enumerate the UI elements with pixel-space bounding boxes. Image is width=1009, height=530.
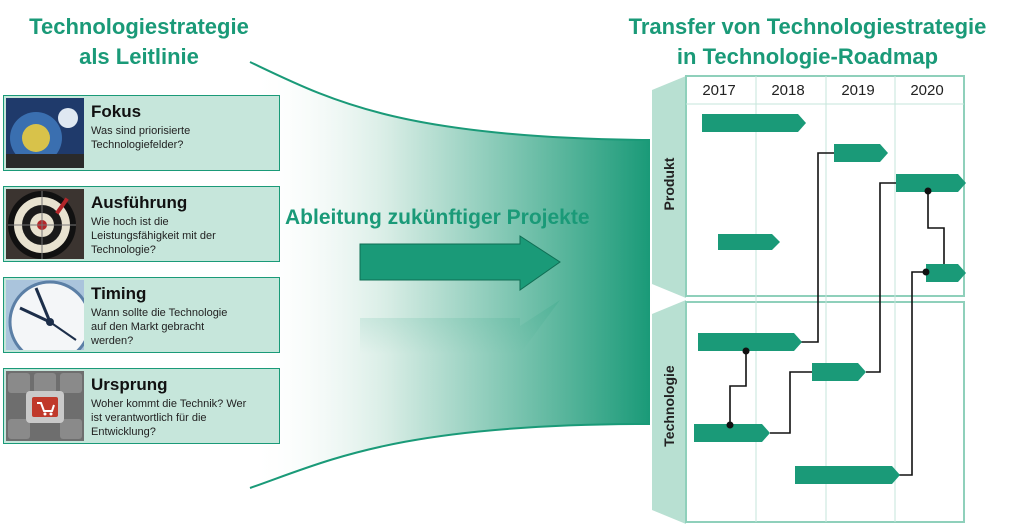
year-2017: 2017: [702, 82, 736, 99]
card-title: Timing: [91, 284, 147, 303]
focus-photo: [6, 98, 84, 168]
left-title: Technologiestrategie als Leitlinie: [14, 12, 264, 72]
year-2020: 2020: [910, 82, 944, 99]
year-2019: 2019: [841, 82, 875, 99]
card-title: Ursprung: [91, 375, 168, 394]
card-timing: Timing Wann sollte die Technologie auf d…: [3, 277, 280, 353]
left-title-line-2: als Leitlinie: [79, 44, 199, 69]
keyboard-photo: [6, 371, 84, 441]
produkt-bar-5: [926, 264, 966, 282]
card-title: Ausführung: [91, 193, 188, 212]
funnel-top-edge: [249, 61, 651, 141]
connector-1: [801, 152, 834, 343]
produkt-bar-2: [834, 144, 888, 162]
card-ursprung: Ursprung Woher kommt die Technik? Wer is…: [3, 368, 280, 444]
section-label-technologie: Technologie: [661, 365, 677, 447]
card-ausfuehrung: Ausführung Wie hoch ist die Leistungsfäh…: [3, 186, 280, 262]
card-text: Wie hoch ist die Leistungsfähigkeit mit …: [91, 216, 216, 256]
connectors: [729, 152, 945, 476]
technologie-bar-1: [698, 333, 802, 351]
center-arrow-reflection: [360, 300, 560, 354]
card-fokus: Fokus Was sind priorisierte Technologief…: [3, 95, 280, 171]
year-2018: 2018: [771, 82, 805, 99]
card-text: Woher kommt die Technik? Wer ist verantw…: [91, 398, 247, 438]
funnel-bottom-edge: [249, 423, 651, 489]
card-text: Was sind priorisierte Technologiefelder?: [91, 125, 191, 151]
connector-dot-4: [922, 268, 930, 276]
connector-6: [898, 271, 926, 476]
technologie-bar-4: [795, 466, 900, 484]
card-title: Fokus: [91, 102, 142, 121]
right-title-line-1: Transfer von Technologiestrategie: [628, 14, 987, 39]
connector-3: [770, 371, 812, 434]
left-title-line-1: Technologiestrategie: [29, 14, 249, 39]
connector-dot-2: [726, 421, 734, 429]
technologie-bar-3: [694, 424, 770, 442]
dartboard-photo: [6, 189, 84, 259]
clock-photo: [6, 280, 84, 350]
produkt-side-prism: [652, 76, 686, 298]
produkt-bar-4: [718, 234, 780, 250]
connector-2: [729, 352, 747, 425]
connector-dot-1: [742, 347, 750, 355]
right-title: Transfer von Technologiestrategie in Tec…: [610, 12, 1005, 72]
technologie-bar-2: [812, 363, 866, 381]
connector-dot-3: [924, 187, 932, 195]
center-arrow: [359, 235, 561, 291]
produkt-bar-1: [702, 114, 806, 132]
connector-4: [866, 182, 896, 373]
connector-5: [927, 191, 945, 272]
technologie-side-prism: [652, 300, 686, 524]
center-label: Ableitung zukünftiger Projekte: [285, 206, 590, 229]
section-label-produkt: Produkt: [661, 157, 677, 211]
right-title-line-2: in Technologie-Roadmap: [676, 44, 939, 69]
card-text: Wann sollte die Technologie auf den Mark…: [91, 307, 228, 347]
produkt-bar-3: [896, 174, 966, 192]
